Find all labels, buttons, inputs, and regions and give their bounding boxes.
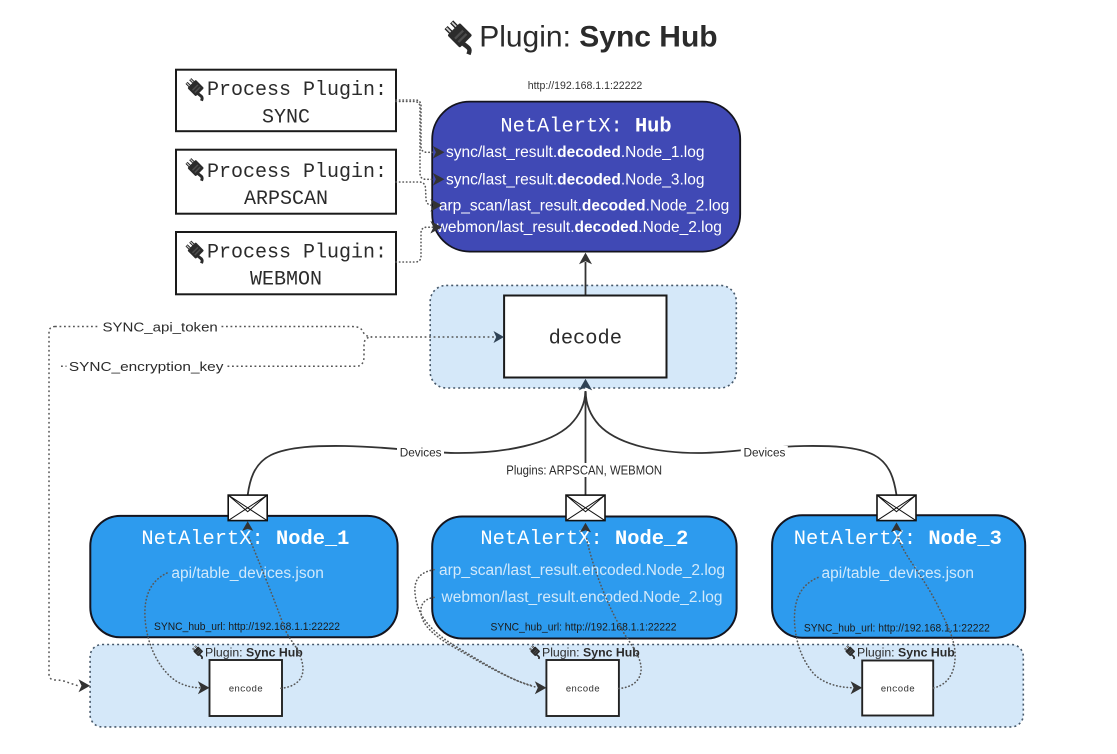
svg-text:webmon/last_result.decoded.Nod: webmon/last_result.decoded.Node_2.log bbox=[436, 219, 722, 236]
svg-text:webmon/last_result.encoded.Nod: webmon/last_result.encoded.Node_2.log bbox=[441, 589, 723, 606]
svg-text:SYNC_hub_url: http://192.168.1: SYNC_hub_url: http://192.168.1.1:22222 bbox=[491, 621, 677, 633]
svg-text:encode: encode bbox=[566, 684, 601, 695]
svg-text:NetAlertX: Hub: NetAlertX: Hub bbox=[500, 116, 671, 139]
svg-text:sync/last_result.decoded.Node_: sync/last_result.decoded.Node_1.log bbox=[446, 144, 704, 161]
svg-text:SYNC: SYNC bbox=[262, 106, 310, 129]
svg-text:NetAlertX: Node_3: NetAlertX: Node_3 bbox=[794, 528, 1002, 551]
svg-text:Devices: Devices bbox=[744, 446, 786, 460]
svg-text:ARPSCAN: ARPSCAN bbox=[244, 188, 328, 211]
svg-text:SYNC_hub_url: http://192.168.1: SYNC_hub_url: http://192.168.1.1:22222 bbox=[804, 622, 990, 634]
svg-text:SYNC_encryption_key: SYNC_encryption_key bbox=[69, 359, 224, 374]
svg-text:Plugin: Sync Hub: Plugin: Sync Hub bbox=[857, 646, 955, 660]
svg-text:Plugin: Sync Hub: Plugin: Sync Hub bbox=[205, 646, 303, 660]
svg-text:Process Plugin:: Process Plugin: bbox=[207, 242, 387, 265]
svg-text:Plugin: Sync Hub: Plugin: Sync Hub bbox=[542, 646, 640, 660]
svg-text:Plugin: Sync Hub: Plugin: Sync Hub bbox=[479, 21, 717, 54]
svg-text:Plugins: ARPSCAN, WEBMON: Plugins: ARPSCAN, WEBMON bbox=[506, 463, 662, 478]
svg-text:arp_scan/last_result.decoded.N: arp_scan/last_result.decoded.Node_2.log bbox=[439, 198, 729, 215]
svg-text:SYNC_api_token: SYNC_api_token bbox=[103, 319, 218, 334]
svg-text:WEBMON: WEBMON bbox=[250, 268, 322, 291]
svg-text:http://192.168.1.1:22222: http://192.168.1.1:22222 bbox=[528, 80, 643, 92]
svg-text:encode: encode bbox=[881, 684, 916, 695]
svg-text:Process Plugin:: Process Plugin: bbox=[207, 161, 387, 184]
svg-text:encode: encode bbox=[229, 684, 264, 695]
svg-text:SYNC_hub_url: http://192.168.1: SYNC_hub_url: http://192.168.1.1:22222 bbox=[154, 621, 340, 633]
svg-text:sync/last_result.decoded.Node_: sync/last_result.decoded.Node_3.log bbox=[446, 171, 704, 188]
svg-text:NetAlertX: Node_1: NetAlertX: Node_1 bbox=[141, 528, 349, 551]
svg-text:Devices: Devices bbox=[400, 446, 442, 460]
svg-text:api/table_devices.json: api/table_devices.json bbox=[171, 565, 324, 582]
svg-text:NetAlertX: Node_2: NetAlertX: Node_2 bbox=[480, 528, 688, 551]
svg-text:api/table_devices.json: api/table_devices.json bbox=[822, 565, 975, 582]
svg-text:decode: decode bbox=[549, 328, 622, 351]
svg-text:arp_scan/last_result.encoded.N: arp_scan/last_result.encoded.Node_2.log bbox=[439, 562, 725, 579]
svg-text:Process Plugin:: Process Plugin: bbox=[207, 79, 387, 102]
